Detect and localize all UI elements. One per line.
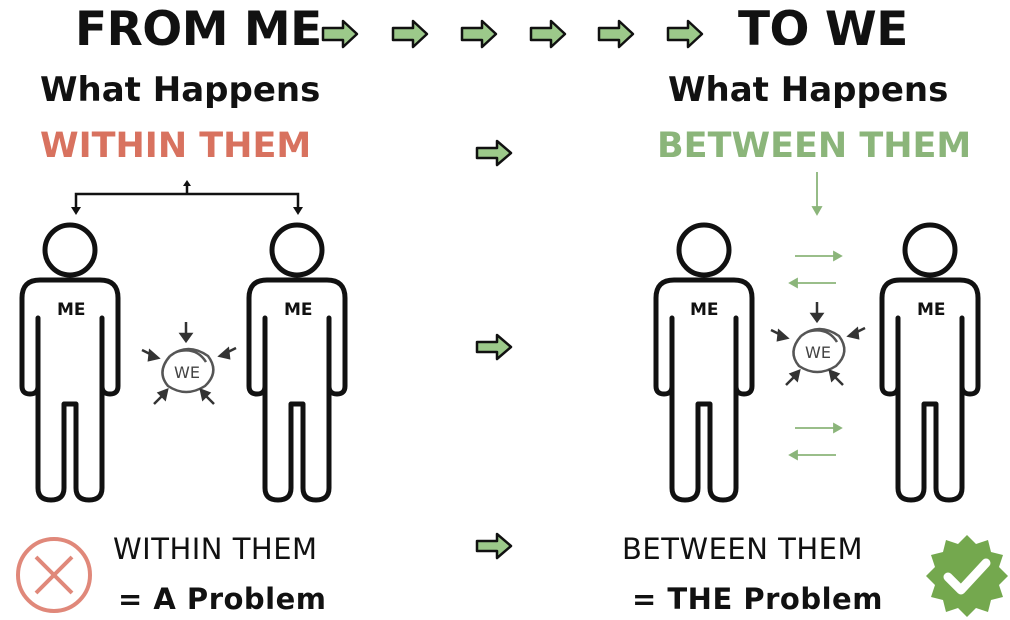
header-from-me: FROM ME (75, 2, 322, 57)
right-person-right-label: ME (917, 300, 946, 320)
person-right-icon (879, 222, 981, 503)
right-arrow-icon (475, 333, 513, 361)
left-conclusion-line1: WITHIN THEM (113, 532, 318, 566)
right-keyword: BETWEEN THEM (657, 126, 972, 166)
left-person-left-label: ME (57, 300, 86, 320)
right-person-left-label: ME (690, 300, 719, 320)
we-swirl-icon (792, 327, 846, 374)
left-heading: What Happens (40, 70, 321, 110)
right-arrow-icon (391, 19, 429, 49)
left-person-right-label: ME (284, 300, 313, 320)
right-conclusion-line1: BETWEEN THEM (622, 532, 864, 566)
right-heading: What Happens (668, 70, 949, 110)
person-left-icon (653, 222, 755, 503)
right-arrow-icon (597, 19, 635, 49)
right-diagram (653, 172, 981, 503)
right-arrow-icon (666, 19, 704, 49)
person-left-icon (19, 222, 121, 503)
header-to-we: TO WE (738, 2, 908, 57)
left-conclusion-line2: = A Problem (118, 582, 327, 616)
check-badge-icon (926, 535, 1008, 617)
header-arrows (321, 19, 704, 49)
right-arrow-icon (475, 139, 513, 167)
right-arrow-icon (475, 532, 513, 560)
left-center-label: WE (174, 363, 200, 382)
right-arrow-icon (460, 19, 498, 49)
person-right-icon (246, 222, 348, 503)
right-arrow-icon (529, 19, 567, 49)
we-swirl-icon (161, 347, 215, 394)
left-diagram (19, 180, 348, 503)
right-conclusion-line2: = THE Problem (632, 582, 883, 616)
right-center-label: WE (805, 343, 831, 362)
left-keyword: WITHIN THEM (40, 126, 312, 166)
cross-circle-icon (16, 537, 92, 613)
right-arrow-icon (321, 19, 359, 49)
